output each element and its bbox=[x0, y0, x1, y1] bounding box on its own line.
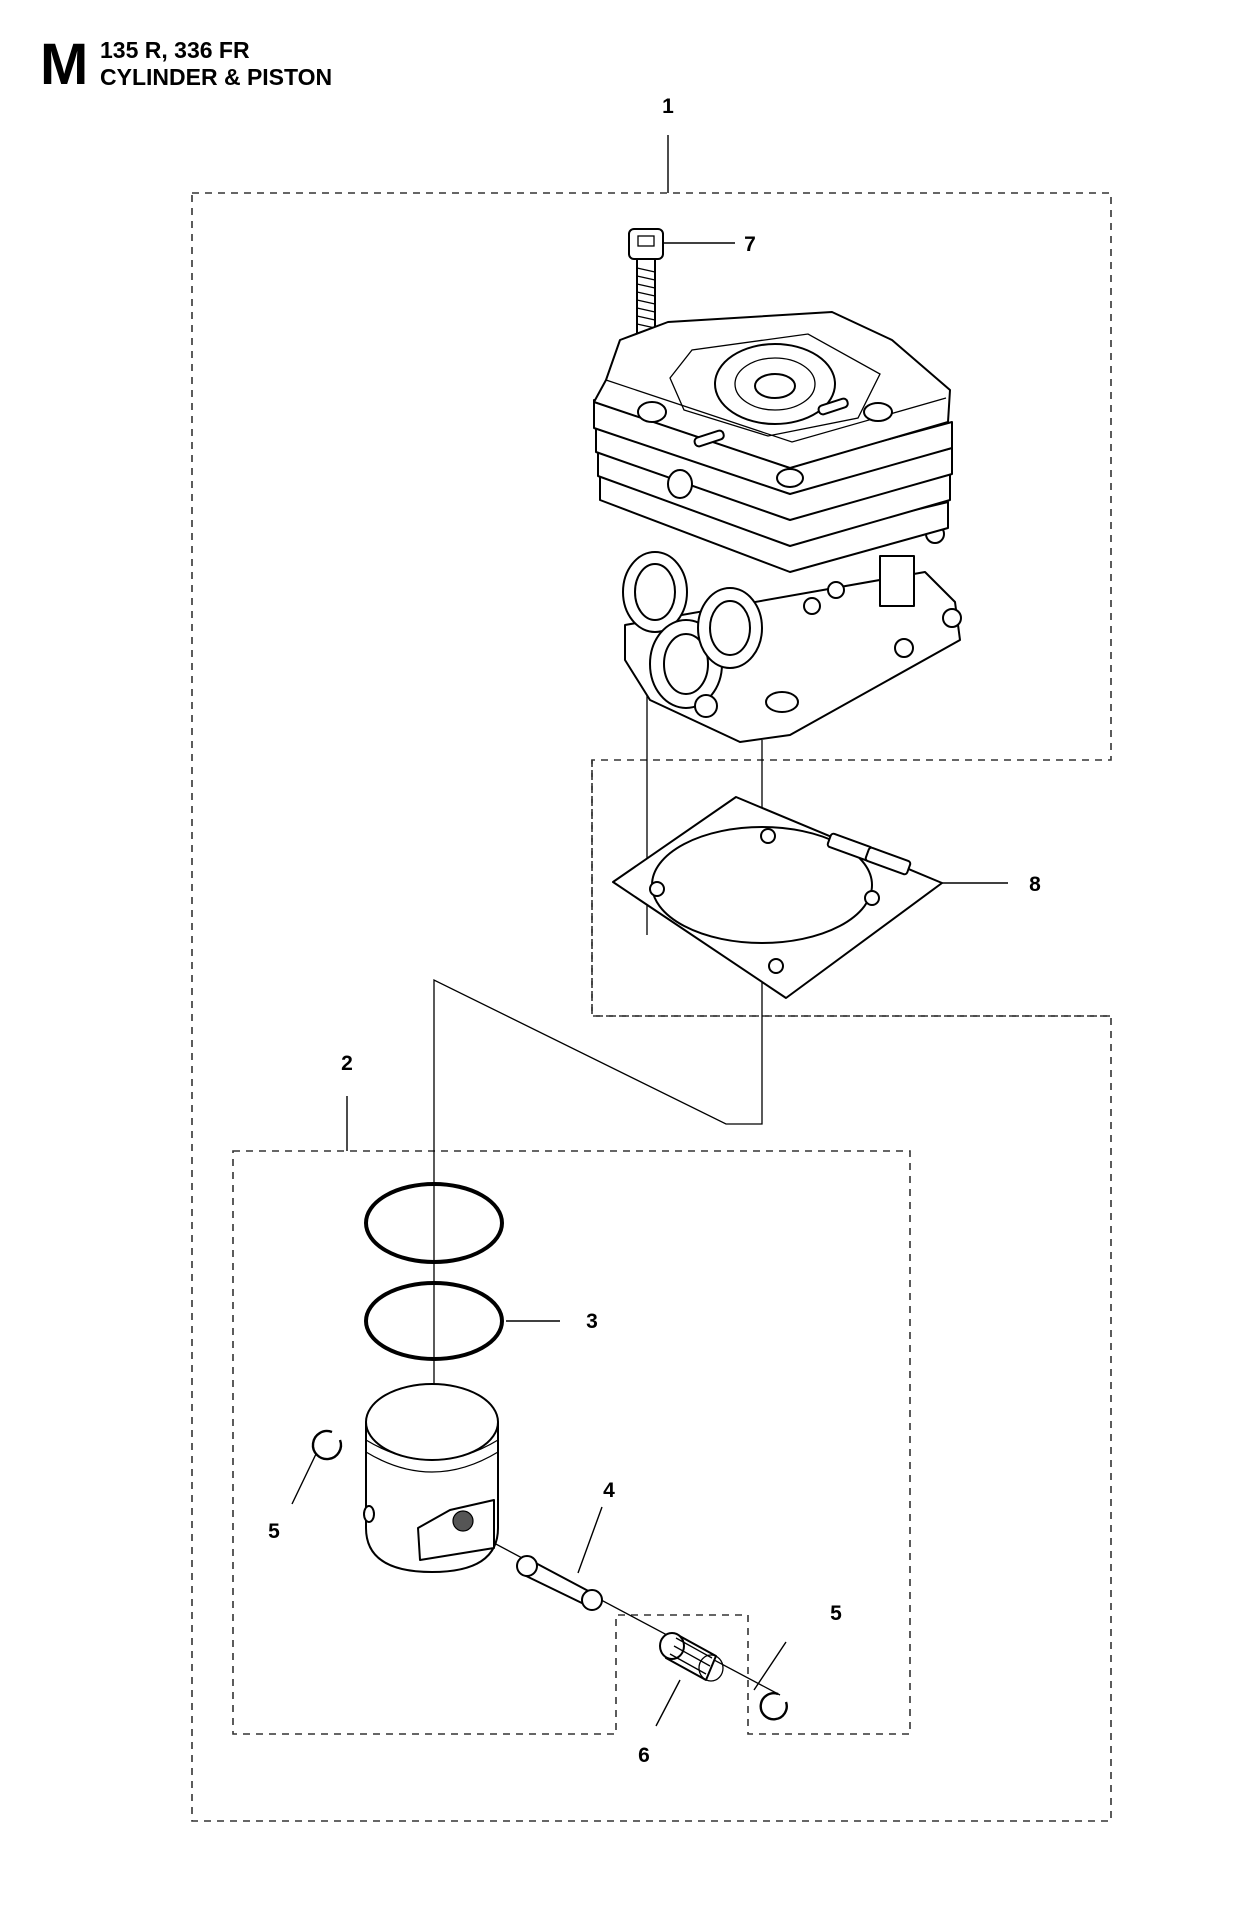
leader-5a bbox=[291, 1453, 317, 1505]
gasket-part-8 bbox=[612, 796, 943, 999]
callout-5-right: 5 bbox=[830, 1602, 842, 1625]
leader-6 bbox=[655, 1679, 681, 1727]
group-8-boundary bbox=[591, 760, 1111, 1017]
circlip-part-5-left bbox=[311, 1429, 343, 1461]
piston bbox=[363, 1383, 499, 1573]
leader-5b bbox=[753, 1641, 787, 1691]
piston-ring-upper bbox=[364, 1182, 504, 1264]
assembly-line-pin bbox=[459, 1524, 781, 1696]
section-letter: M bbox=[40, 32, 89, 97]
callout-4: 4 bbox=[603, 1479, 615, 1502]
callout-5-left: 5 bbox=[268, 1520, 280, 1543]
piston-pin-part-4 bbox=[516, 1555, 603, 1611]
screw-part-7 bbox=[628, 228, 664, 334]
diagram-title: CYLINDER & PISTON bbox=[100, 64, 333, 90]
group-2-boundary bbox=[232, 1150, 911, 1735]
leader-4 bbox=[577, 1506, 603, 1574]
callout-1: 1 bbox=[662, 95, 674, 118]
needle-bearing-part-6 bbox=[659, 1632, 724, 1682]
piston-ring-lower-part-3 bbox=[364, 1281, 504, 1361]
callout-6: 6 bbox=[638, 1744, 650, 1767]
cylinder-part-1 bbox=[593, 311, 962, 743]
group-1-boundary bbox=[191, 192, 1112, 1822]
callout-2: 2 bbox=[341, 1052, 353, 1075]
callout-8: 8 bbox=[1029, 873, 1041, 896]
model-names: 135 R, 336 FR bbox=[100, 37, 250, 63]
callout-7: 7 bbox=[744, 233, 756, 256]
circlip-part-5-right bbox=[759, 1692, 788, 1721]
callout-3: 3 bbox=[586, 1310, 598, 1333]
